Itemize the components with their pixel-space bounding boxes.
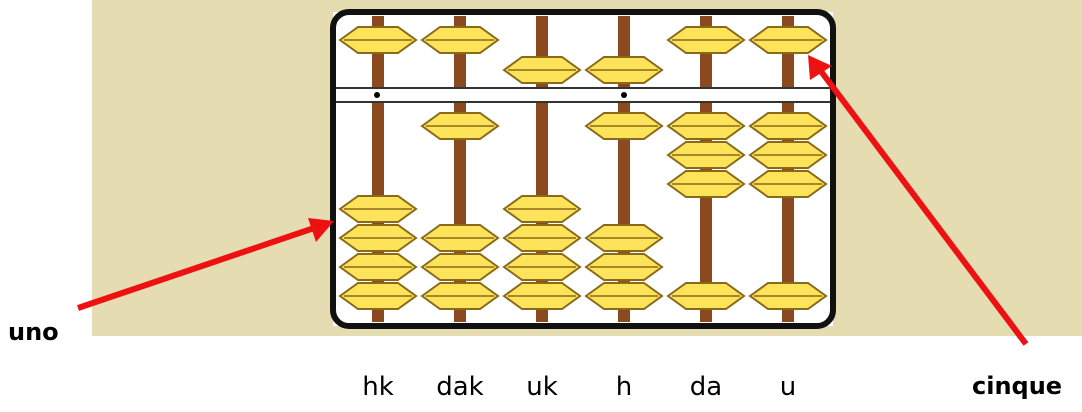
bead	[422, 225, 498, 251]
bead	[422, 283, 498, 309]
bead	[668, 283, 744, 309]
bead	[586, 225, 662, 251]
column-label-dak: dak	[436, 372, 484, 402]
bead	[504, 254, 580, 280]
abacus-inner	[333, 12, 833, 326]
bead	[668, 113, 744, 139]
bead	[750, 113, 826, 139]
column-label-h: h	[616, 372, 632, 402]
column-label-uk: uk	[526, 372, 558, 402]
bead	[750, 142, 826, 168]
cinque-label: cinque	[972, 372, 1062, 400]
bead	[422, 27, 498, 53]
unit-dot	[374, 92, 380, 98]
bead	[586, 57, 662, 83]
bead	[586, 254, 662, 280]
bead	[668, 171, 744, 197]
bead	[340, 196, 416, 222]
bead	[750, 171, 826, 197]
bead	[340, 283, 416, 309]
reckoning-bar	[333, 88, 833, 102]
bead	[586, 113, 662, 139]
bead	[750, 27, 826, 53]
bead	[340, 27, 416, 53]
bead	[422, 113, 498, 139]
bead	[504, 196, 580, 222]
bead	[504, 225, 580, 251]
bead	[668, 27, 744, 53]
bead	[750, 283, 826, 309]
column-label-hk: hk	[362, 372, 394, 402]
uno-label: uno	[8, 318, 59, 346]
bead	[340, 254, 416, 280]
column-label-u: u	[780, 372, 796, 402]
bead	[668, 142, 744, 168]
column-label-da: da	[690, 372, 722, 402]
bead	[586, 283, 662, 309]
bead	[504, 283, 580, 309]
bead	[340, 225, 416, 251]
bead	[422, 254, 498, 280]
bead	[504, 57, 580, 83]
unit-dot	[621, 92, 627, 98]
